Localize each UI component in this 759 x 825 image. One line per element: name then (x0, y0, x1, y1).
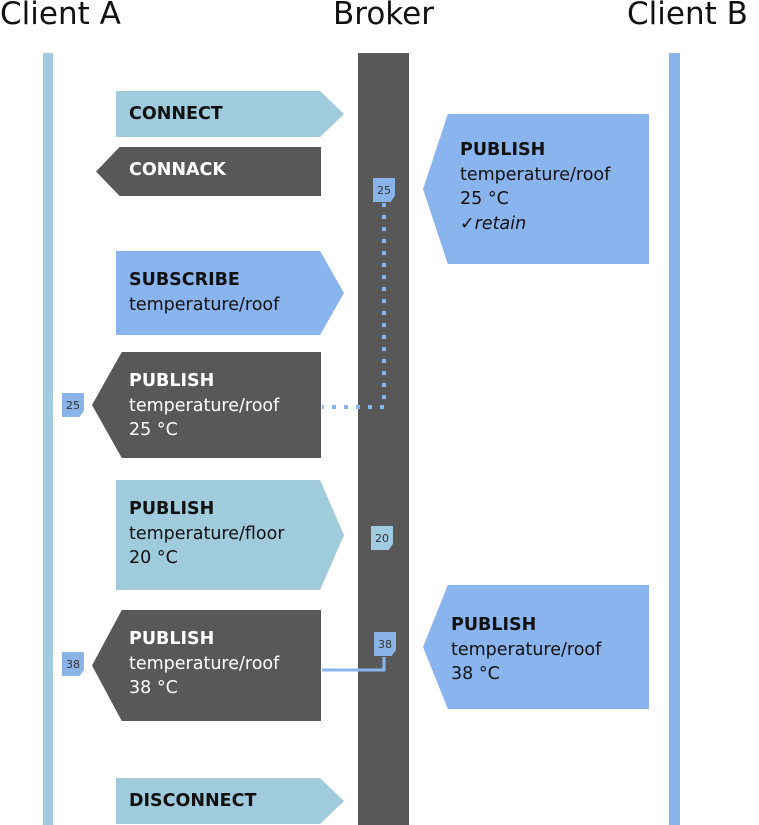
publish-retained-flag: ✓retain (460, 213, 527, 234)
publish-38-value: 38 °C (129, 678, 178, 698)
connect-message: CONNECT (116, 91, 344, 137)
retained-dotted-connector (322, 203, 386, 409)
client-a-lifeline (43, 53, 53, 825)
publish-38-from-client-b: PUBLISH temperature/roof 38 °C (423, 585, 649, 709)
broker-retained-25-tag: 25 (373, 178, 395, 202)
publish-b38-topic: temperature/roof (451, 639, 602, 660)
client-b-lifeline (669, 53, 680, 825)
broker-header: Broker (333, 0, 434, 32)
publish-38-to-client-a: PUBLISH temperature/roof 38 °C (92, 610, 321, 721)
publish-retained-topic: temperature/roof (460, 164, 611, 185)
publish-25-to-client-a: PUBLISH temperature/roof 25 °C (92, 352, 321, 458)
client-a-header: Client A (0, 0, 121, 32)
broker-38-tag: 38 (374, 632, 396, 656)
publish-b38-value: 38 °C (451, 664, 500, 684)
publish-38-connector (322, 657, 386, 672)
publish-b38-title: PUBLISH (451, 615, 537, 635)
disconnect-label: DISCONNECT (129, 791, 257, 811)
client-a-38-tag: 38 (62, 652, 84, 676)
connect-label: CONNECT (129, 104, 223, 124)
connack-label: CONNACK (129, 160, 226, 180)
publish-retained-value: 25 °C (460, 189, 509, 209)
publish-25-title: PUBLISH (129, 371, 215, 391)
disconnect-message: DISCONNECT (116, 778, 344, 824)
subscribe-title: SUBSCRIBE (129, 270, 240, 290)
publish-retained-title: PUBLISH (460, 140, 546, 160)
subscribe-topic: temperature/roof (129, 294, 280, 315)
subscribe-message: SUBSCRIBE temperature/roof (116, 251, 344, 335)
client-b-header: Client B (627, 0, 748, 32)
publish-38-title: PUBLISH (129, 629, 215, 649)
publish-25-topic: temperature/roof (129, 395, 280, 416)
broker-20-tag: 20 (371, 526, 393, 550)
publish-floor-value: 20 °C (129, 548, 178, 568)
publish-floor-topic: temperature/floor (129, 523, 285, 544)
client-a-25-tag: 25 (62, 393, 84, 417)
publish-floor-title: PUBLISH (129, 499, 215, 519)
publish-retained-from-client-b: PUBLISH temperature/roof 25 °C ✓retain (423, 114, 649, 264)
publish-floor-from-client-a: PUBLISH temperature/floor 20 °C (116, 480, 344, 590)
publish-25-value: 25 °C (129, 420, 178, 440)
publish-38-topic: temperature/roof (129, 653, 280, 674)
connack-message: CONNACK (96, 147, 321, 196)
